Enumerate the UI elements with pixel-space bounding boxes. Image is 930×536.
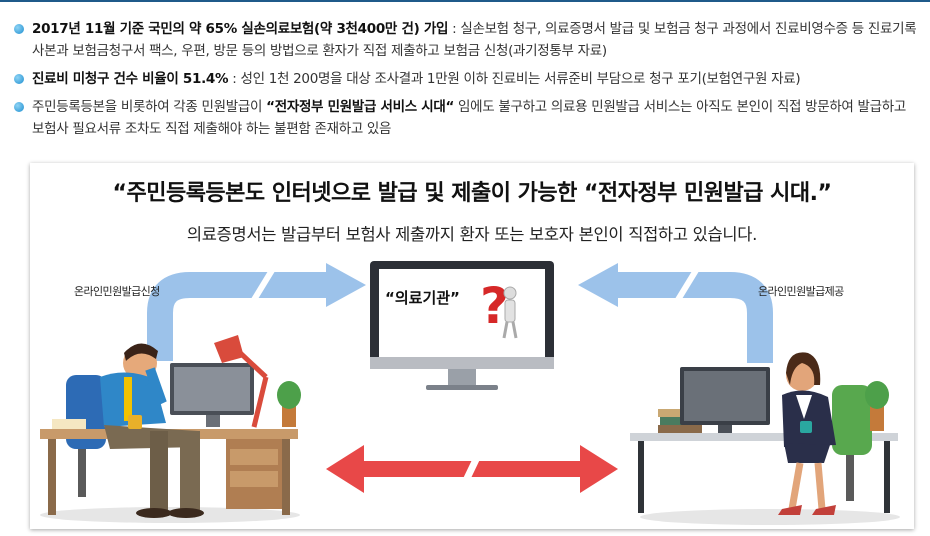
arrow-left-to-monitor-icon (147, 263, 366, 361)
medical-institution-monitor-icon: ? (370, 261, 554, 390)
bullet-dot-icon (14, 24, 24, 34)
online-request-label: 온라인민원발급신청 (74, 285, 160, 298)
woman-at-desk-icon (630, 352, 900, 525)
bullet-dot-icon (14, 102, 24, 112)
online-provide-label: 온라인민원발급제공 (758, 285, 844, 298)
bullet-text: 임에도 불구하고 의료용 민원발급 서비스는 아직도 본인이 직접 방문하여 발… (32, 99, 907, 137)
illustration-panel: ? (30, 163, 914, 529)
illustration-scene: ? (40, 261, 900, 525)
bullet-item-egov: 주민등록등본을 비롯하여 각종 민원발급이 “전자정부 민원발급 서비스 시대“… (14, 96, 919, 140)
bidirectional-arrow-icon (326, 445, 618, 495)
bullet-item-unclaimed: 진료비 미청구 건수 비율이 51.4% : 성인 1천 200명을 대상 조사… (14, 68, 919, 90)
arrow-right-to-monitor-icon (578, 263, 773, 363)
top-divider (0, 0, 930, 2)
bullet-text: 주민등록등본을 비롯하여 각종 민원발급이 (32, 99, 267, 115)
medical-institution-label: “의료기관” (385, 289, 460, 307)
svg-text:?: ? (480, 277, 509, 335)
bullet-bold-text: “전자정부 민원발급 서비스 시대“ (266, 99, 455, 115)
bullet-list: 2017년 11월 기준 국민의 약 65% 실손의료보험(약 3천400만 건… (14, 18, 919, 146)
bullet-bold-text: 진료비 미청구 건수 비율이 51.4% (32, 71, 229, 87)
bullet-text: : 성인 1천 200명을 대상 조사결과 1만원 이하 진료비는 서류준비 부… (228, 71, 801, 87)
illustration-headline: “주민등록등본도 인터넷으로 발급 및 제출이 가능한 “전자정부 민원발급 시… (112, 181, 832, 206)
bullet-text: : 실손보험 청구, 의료증명서 발급 및 보험금 청구 과정에서 진료비영수증… (32, 21, 917, 59)
bullet-dot-icon (14, 74, 24, 84)
bullet-bold-text: 2017년 11월 기준 국민의 약 65% 실손의료보험(약 3천400만 건… (32, 21, 449, 37)
man-at-desk-icon (40, 335, 301, 523)
bullet-item-insurance: 2017년 11월 기준 국민의 약 65% 실손의료보험(약 3천400만 건… (14, 18, 919, 62)
illustration-subline: 의료증명서는 발급부터 보험사 제출까지 환자 또는 보호자 본인이 직접하고 … (186, 225, 758, 244)
